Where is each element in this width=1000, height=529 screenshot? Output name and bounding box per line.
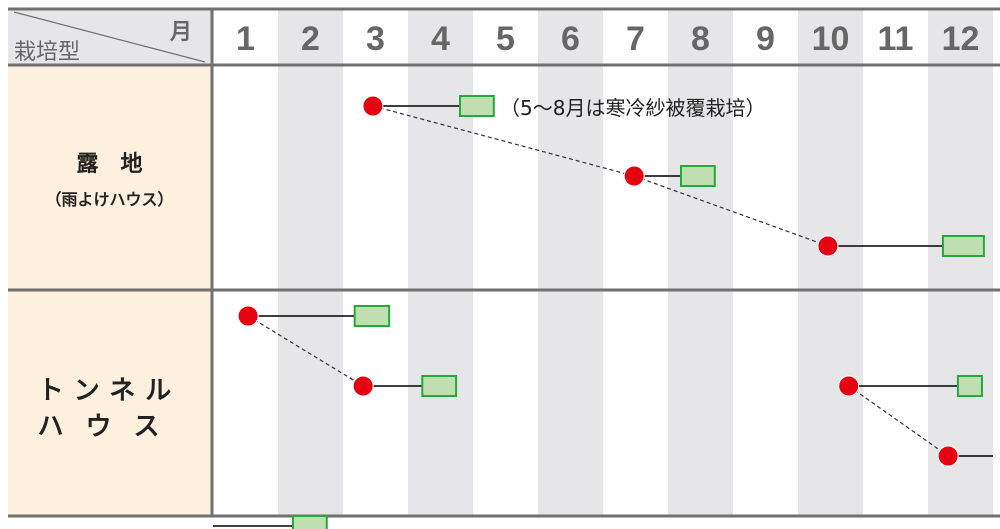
month-tick-label: 9 xyxy=(756,20,775,58)
row-note: （5～8月は寒冷紗被覆栽培） xyxy=(500,96,766,120)
sowing-link-dashed xyxy=(633,175,829,247)
row-sublabel-rain-shelter: （雨よけハウス） xyxy=(45,190,174,209)
month-tick-label: 6 xyxy=(561,20,580,58)
month-tick-label: 11 xyxy=(878,20,914,58)
month-column-shade xyxy=(278,8,343,516)
row-label-house: ハウス xyxy=(37,412,182,442)
harvest-box xyxy=(941,235,985,257)
month-tick-label: 1 xyxy=(236,20,255,58)
month-tick-label: 4 xyxy=(431,20,450,58)
month-tick-label: 10 xyxy=(812,20,850,58)
sowing-dot xyxy=(362,95,384,117)
harvest-box xyxy=(291,515,328,529)
sowing-dot xyxy=(817,235,839,257)
month-column-shade xyxy=(928,8,993,516)
month-tick-label: 8 xyxy=(691,20,710,58)
sowing-dot xyxy=(623,165,645,187)
corner-type-label: 栽培型 xyxy=(14,40,81,65)
sowing-dot xyxy=(838,375,860,397)
harvest-box xyxy=(956,375,983,397)
row-label-open-field: 露 地 xyxy=(76,152,143,177)
month-tick-label: 7 xyxy=(626,20,645,58)
row-label-tunnel: トンネル xyxy=(37,376,182,406)
month-tick-label: 12 xyxy=(942,20,980,58)
sowing-dot xyxy=(237,305,259,327)
corner-month-label: 月 xyxy=(170,20,193,45)
harvest-box xyxy=(421,375,458,397)
month-tick-label: 3 xyxy=(366,20,385,58)
month-column-shade xyxy=(668,8,733,516)
month-column-shade xyxy=(798,8,863,516)
month-tick-label: 5 xyxy=(496,20,515,58)
harvest-box xyxy=(459,95,495,117)
corner-diagonal xyxy=(13,11,206,63)
month-column-shade xyxy=(408,8,473,516)
month-column-shade xyxy=(538,8,603,516)
sowing-link-dashed xyxy=(247,315,364,387)
sowing-dot xyxy=(352,375,374,397)
sowing-link-dashed xyxy=(372,105,635,177)
sowing-link-dashed xyxy=(848,385,949,457)
month-tick-label: 2 xyxy=(301,20,320,58)
sowing-dot xyxy=(937,445,959,467)
harvest-box xyxy=(353,305,391,327)
harvest-box xyxy=(680,165,716,187)
